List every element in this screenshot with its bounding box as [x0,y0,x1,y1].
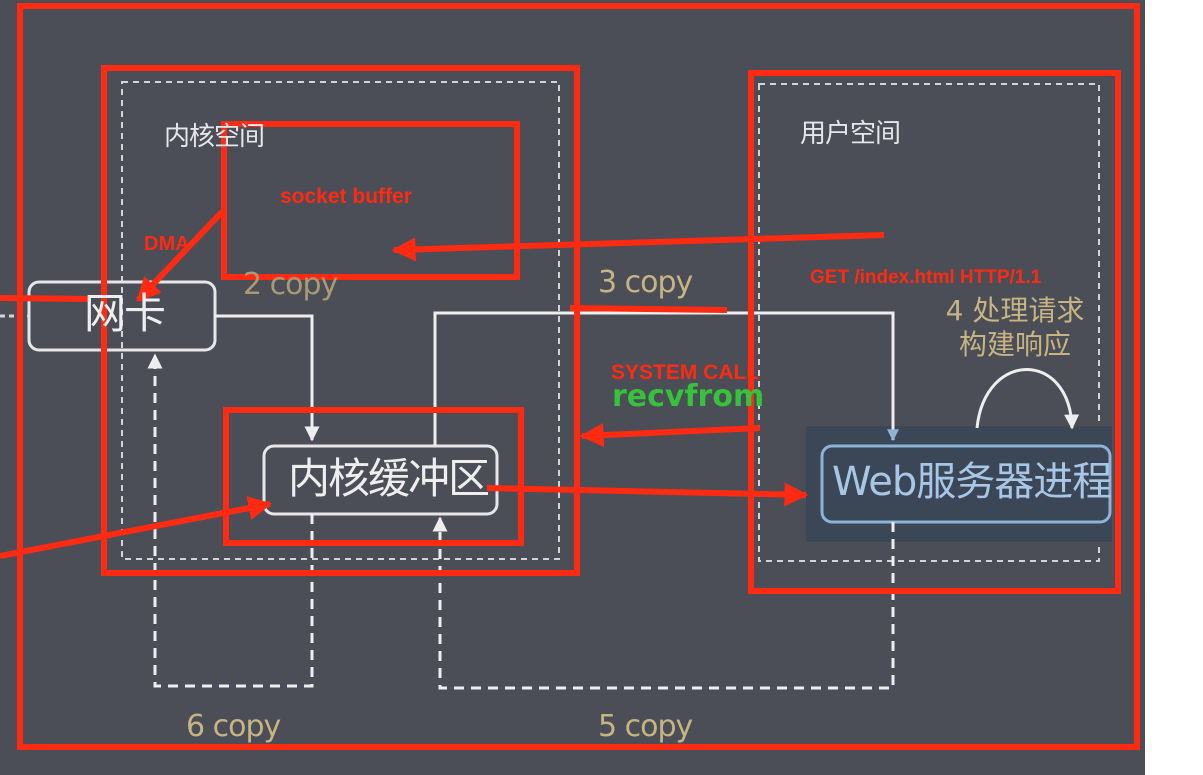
copy-2-label: 2 copy [243,267,338,302]
get-request-arrow [391,232,885,262]
copy-6-label: 6 copy [186,709,281,744]
left-input-arrow [0,496,273,559]
step-4-line2: 构建响应 [958,328,1071,361]
copy3-red-line [569,305,728,313]
web-process-box [820,444,1112,524]
kernel-to-web-arrow [486,482,809,507]
diagram-svg [0,3,1140,750]
system-call-label: SYSTEM CALL [611,361,760,384]
user-space-zone [758,83,1100,562]
diagram-canvas: 内核空间 用户空间 网卡 内核缓冲区 Web服务器进程 2 copy 3 cop… [0,0,1145,775]
copy3-path [433,311,899,446]
kernel-buffer-label: 内核缓冲区 [288,454,490,503]
user-space-label: 用户空间 [800,119,901,149]
copy-5-label: 5 copy [598,709,693,744]
copy-3-label: 3 copy [598,265,693,300]
step-4-line1: 4 处理请求 [945,294,1085,327]
kernel-buffer-box [262,444,499,516]
socket-buffer-red-box [221,121,520,280]
outer-red-frame [17,3,1140,750]
copy6-path [147,353,314,688]
user-red-frame [748,70,1121,594]
nic-input-red-line [0,295,91,302]
system-call-arrow [579,423,761,448]
kernel-space-zone [121,81,560,560]
web-process-label: Web服务器进程 [832,459,1112,505]
recvfrom-label: recvfrom [612,379,765,414]
copy2-path [215,314,320,442]
dma-arrow [135,209,225,303]
kernel-space-label: 内核空间 [164,122,265,152]
socket-buffer-label: socket buffer [280,185,412,208]
kernel-buffer-red-box [223,407,524,546]
step4-loop-arrow [975,368,1080,430]
dma-label: DMA [144,233,190,255]
copy5-path [432,516,895,690]
step-4-label: 4 处理请求 构建响应 [940,294,1090,362]
nic-label: 网卡 [84,289,166,338]
kernel-red-frame [101,65,580,576]
get-request-label: GET /index.html HTTP/1.1 [810,267,1042,288]
